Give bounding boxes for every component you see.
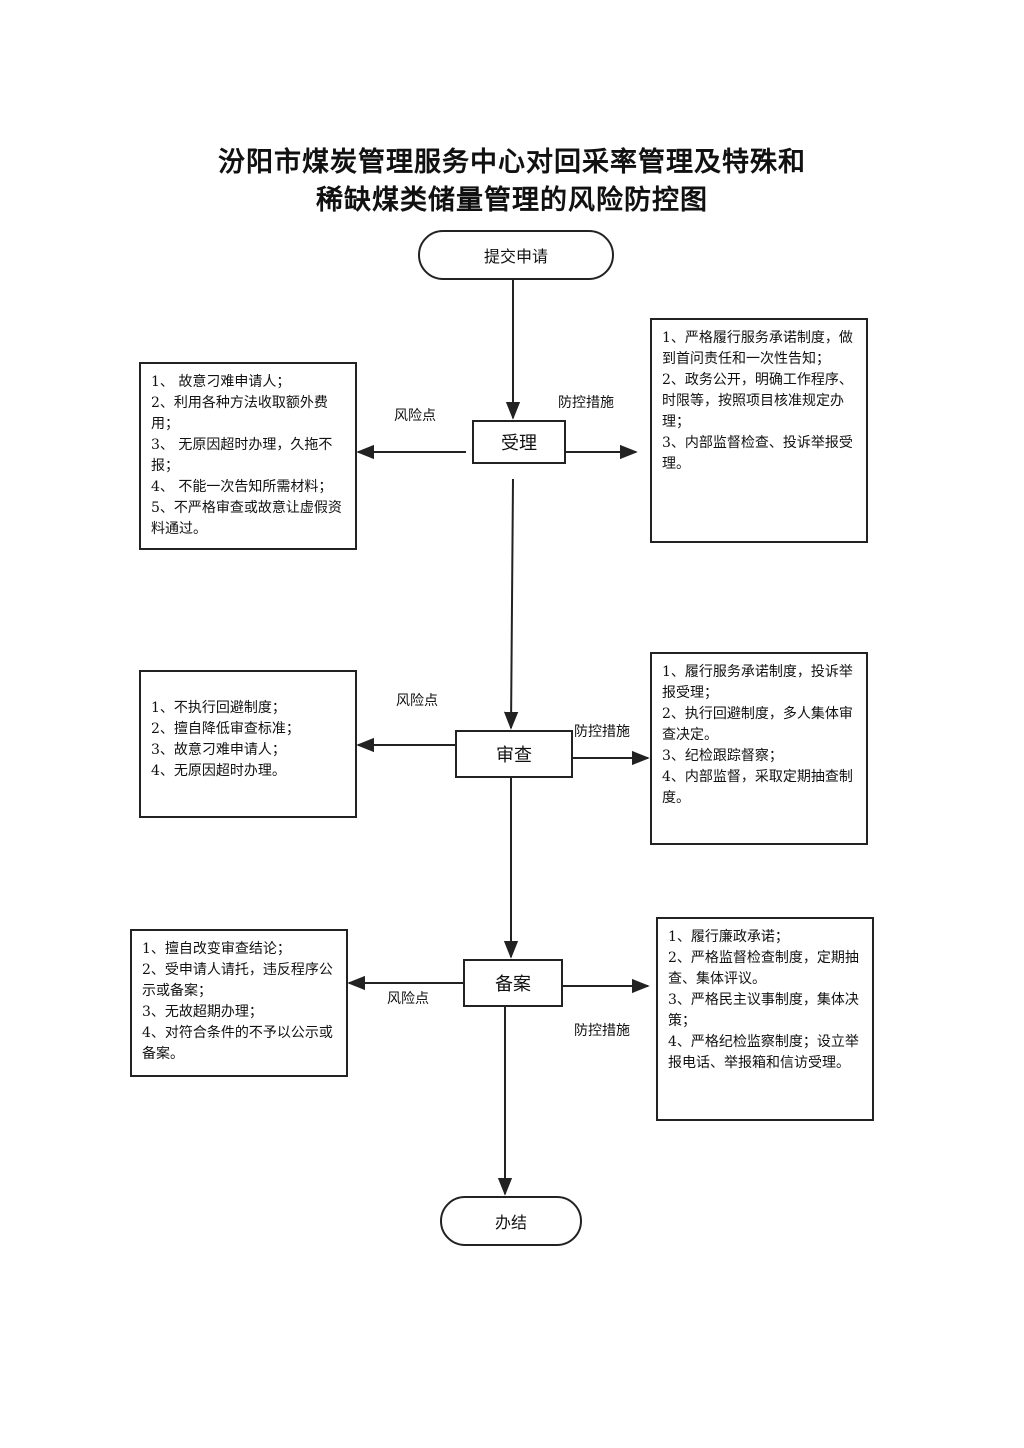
measure-label-accept: 防控措施 xyxy=(558,395,614,411)
measure-item: 1、履行服务承诺制度，投诉举报受理； xyxy=(662,664,853,701)
measure-item: 1、严格履行服务承诺制度，做到首问责任和一次性告知； xyxy=(662,330,853,367)
risk-item: 3、故意刁难申请人； xyxy=(151,742,286,758)
measure-box-accept: 1、严格履行服务承诺制度，做到首问责任和一次性告知； 2、政务公开，明确工作程序… xyxy=(650,318,868,543)
risk-item: 4、 不能一次告知所需材料； xyxy=(151,479,333,495)
measure-box-file: 1、履行廉政承诺； 2、严格监督检查制度，定期抽查、集体评议。 3、严格民主议事… xyxy=(656,917,874,1121)
risk-item: 3、无故超期办理； xyxy=(142,1004,263,1020)
step-node-review: 审查 xyxy=(455,730,573,778)
risk-item: 1、不执行回避制度； xyxy=(151,700,286,716)
measure-label-review: 防控措施 xyxy=(574,724,630,740)
diagram-title-line-2: 稀缺煤类储量管理的风险防控图 xyxy=(316,185,708,216)
start-node: 提交申请 xyxy=(418,230,614,280)
measure-item: 4、内部监督，采取定期抽查制度。 xyxy=(662,769,853,806)
risk-item: 4、对符合条件的不予以公示或备案。 xyxy=(142,1025,333,1062)
risk-item: 1、擅自改变审查结论； xyxy=(142,941,291,957)
measure-item: 2、政务公开，明确工作程序、时限等，按照项目核准规定办理； xyxy=(662,372,853,430)
end-node: 办结 xyxy=(440,1196,582,1246)
measure-label-file: 防控措施 xyxy=(574,1023,630,1039)
risk-item: 2、擅自降低审查标准； xyxy=(151,721,300,737)
risk-label-file: 风险点 xyxy=(387,991,429,1007)
risk-item: 2、受申请人请托，违反程序公示或备案； xyxy=(142,962,333,999)
risk-item: 1、 故意刁难申请人； xyxy=(151,374,291,390)
risk-box-accept: 1、 故意刁难申请人； 2、利用各种方法收取额外费用； 3、 无原因超时办理，久… xyxy=(139,362,357,550)
measure-item: 4、严格纪检监察制度；设立举报电话、举报箱和信访受理。 xyxy=(668,1034,859,1071)
risk-box-review: 1、不执行回避制度； 2、擅自降低审查标准； 3、故意刁难申请人； 4、无原因超… xyxy=(139,670,357,818)
risk-item: 3、 无原因超时办理，久拖不报； xyxy=(151,437,333,474)
measure-item: 3、内部监督检查、投诉举报受理。 xyxy=(662,435,853,472)
measure-box-review: 1、履行服务承诺制度，投诉举报受理； 2、执行回避制度，多人集体审查决定。 3、… xyxy=(650,652,868,845)
arrow-step1-to-step2 xyxy=(503,478,519,730)
measure-item: 1、履行廉政承诺； xyxy=(668,929,789,945)
step-node-accept: 受理 xyxy=(472,420,566,464)
measure-item: 2、执行回避制度，多人集体审查决定。 xyxy=(662,706,853,743)
measure-item: 2、严格监督检查制度，定期抽查、集体评议。 xyxy=(668,950,859,987)
risk-item: 5、不严格审查或故意让虚假资料通过。 xyxy=(151,500,342,537)
measure-item: 3、纪检跟踪督察； xyxy=(662,748,783,764)
risk-item: 2、利用各种方法收取额外费用； xyxy=(151,395,328,432)
risk-label-accept: 风险点 xyxy=(394,408,436,424)
risk-label-review: 风险点 xyxy=(396,693,438,709)
measure-item: 3、严格民主议事制度，集体决策； xyxy=(668,992,859,1029)
risk-box-file: 1、擅自改变审查结论； 2、受申请人请托，违反程序公示或备案； 3、无故超期办理… xyxy=(130,929,348,1077)
risk-item: 4、无原因超时办理。 xyxy=(151,763,286,779)
step-node-file: 备案 xyxy=(463,959,563,1007)
diagram-title-line-1: 汾阳市煤炭管理服务中心对回采率管理及特殊和 xyxy=(218,147,806,178)
